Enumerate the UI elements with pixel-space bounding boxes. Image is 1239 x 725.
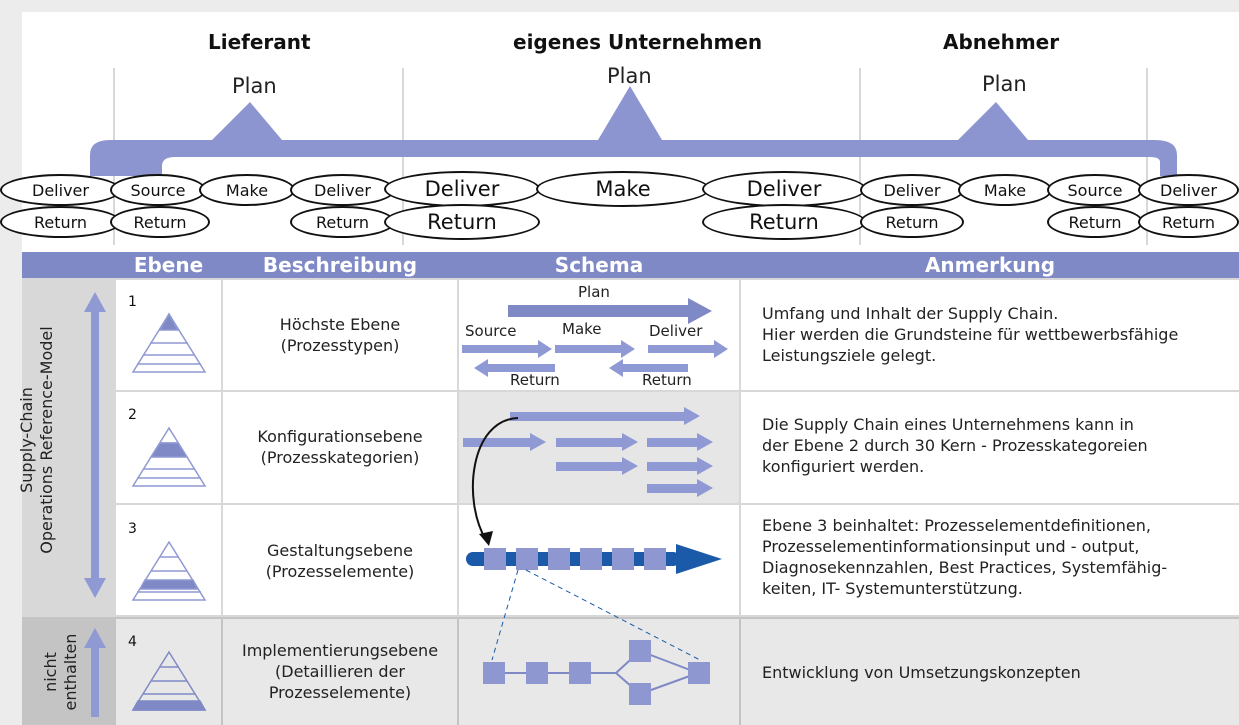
level-description: Höchste Ebene(Prozesstypen): [279, 315, 401, 355]
column-header-schema: Schema: [459, 252, 739, 278]
plan-label: Plan: [607, 64, 652, 88]
process-make: Make: [199, 174, 295, 206]
level-note: Entwicklung von Umsetzungskonzepten: [762, 663, 1081, 682]
level-note: Umfang und Inhalt der Supply Chain.Hier …: [762, 304, 1179, 365]
level-number: 1: [128, 294, 137, 310]
schema-level-3: [466, 544, 722, 661]
process-return: Return: [1138, 206, 1239, 238]
schema-label-deliver: Deliver: [649, 322, 703, 340]
level-note: Die Supply Chain eines Unternehmens kann…: [762, 415, 1148, 476]
schema-level-4: [483, 640, 710, 705]
header-customer: Abnehmer: [943, 30, 1060, 54]
process-source: Source: [1047, 174, 1143, 206]
side-label-scor: Supply-Chain Operations Reference-Model: [17, 326, 56, 554]
pyramid-icon-level-3: [131, 540, 207, 601]
side-arrow-scor: [84, 292, 106, 598]
process-return: Return: [0, 206, 121, 238]
level-description: Gestaltungsebene(Prozesselemente): [265, 541, 415, 581]
process-make: Make: [536, 171, 710, 207]
process-return: Return: [384, 204, 540, 240]
schema-label-source: Source: [465, 322, 517, 340]
level-number: 2: [128, 407, 137, 423]
pyramid-icon-level-2: [131, 426, 207, 487]
level-note: Ebene 3 beinhaltet: Prozesselementdefini…: [762, 516, 1168, 598]
process-make: Make: [958, 174, 1052, 206]
header-company: eigenes Unternehmen: [513, 30, 763, 54]
schema-label-make: Make: [562, 320, 602, 338]
process-deliver: Deliver: [384, 171, 540, 207]
header-supplier: Lieferant: [208, 30, 311, 54]
process-return: Return: [702, 204, 866, 240]
pyramid-icon-level-1: [131, 312, 207, 373]
process-return: Return: [860, 206, 964, 238]
plan-bracket: [90, 86, 1177, 176]
plan-label: Plan: [982, 72, 1027, 96]
schema-label-return: Return: [510, 371, 560, 389]
process-deliver: Deliver: [860, 174, 964, 206]
column-header-beschreibung: Beschreibung: [223, 252, 457, 278]
process-deliver: Deliver: [290, 174, 395, 206]
process-deliver: Deliver: [702, 171, 866, 207]
level-number: 3: [128, 521, 137, 537]
level-number: 4: [128, 634, 137, 650]
process-return: Return: [110, 206, 210, 238]
schema-label-plan: Plan: [578, 283, 610, 301]
process-source: Source: [110, 174, 206, 206]
process-deliver: Deliver: [0, 174, 121, 206]
side-label-not-included: nicht enthalten: [41, 633, 80, 711]
plan-label: Plan: [232, 74, 277, 98]
schema-level-2: [463, 407, 713, 497]
schema-level-1: [462, 298, 728, 377]
schema-label-return: Return: [642, 371, 692, 389]
connector-curve: [471, 417, 519, 541]
process-return: Return: [290, 206, 395, 238]
column-header-anmerkung: Anmerkung: [741, 252, 1239, 278]
pyramid-icon-level-4: [131, 650, 207, 711]
process-deliver: Deliver: [1138, 174, 1239, 206]
level-description: Konfigurationsebene(Prozesskategorien): [257, 427, 423, 467]
column-header-ebene: Ebene: [116, 252, 221, 278]
side-arrow-nicht: [84, 628, 106, 717]
process-return: Return: [1047, 206, 1143, 238]
